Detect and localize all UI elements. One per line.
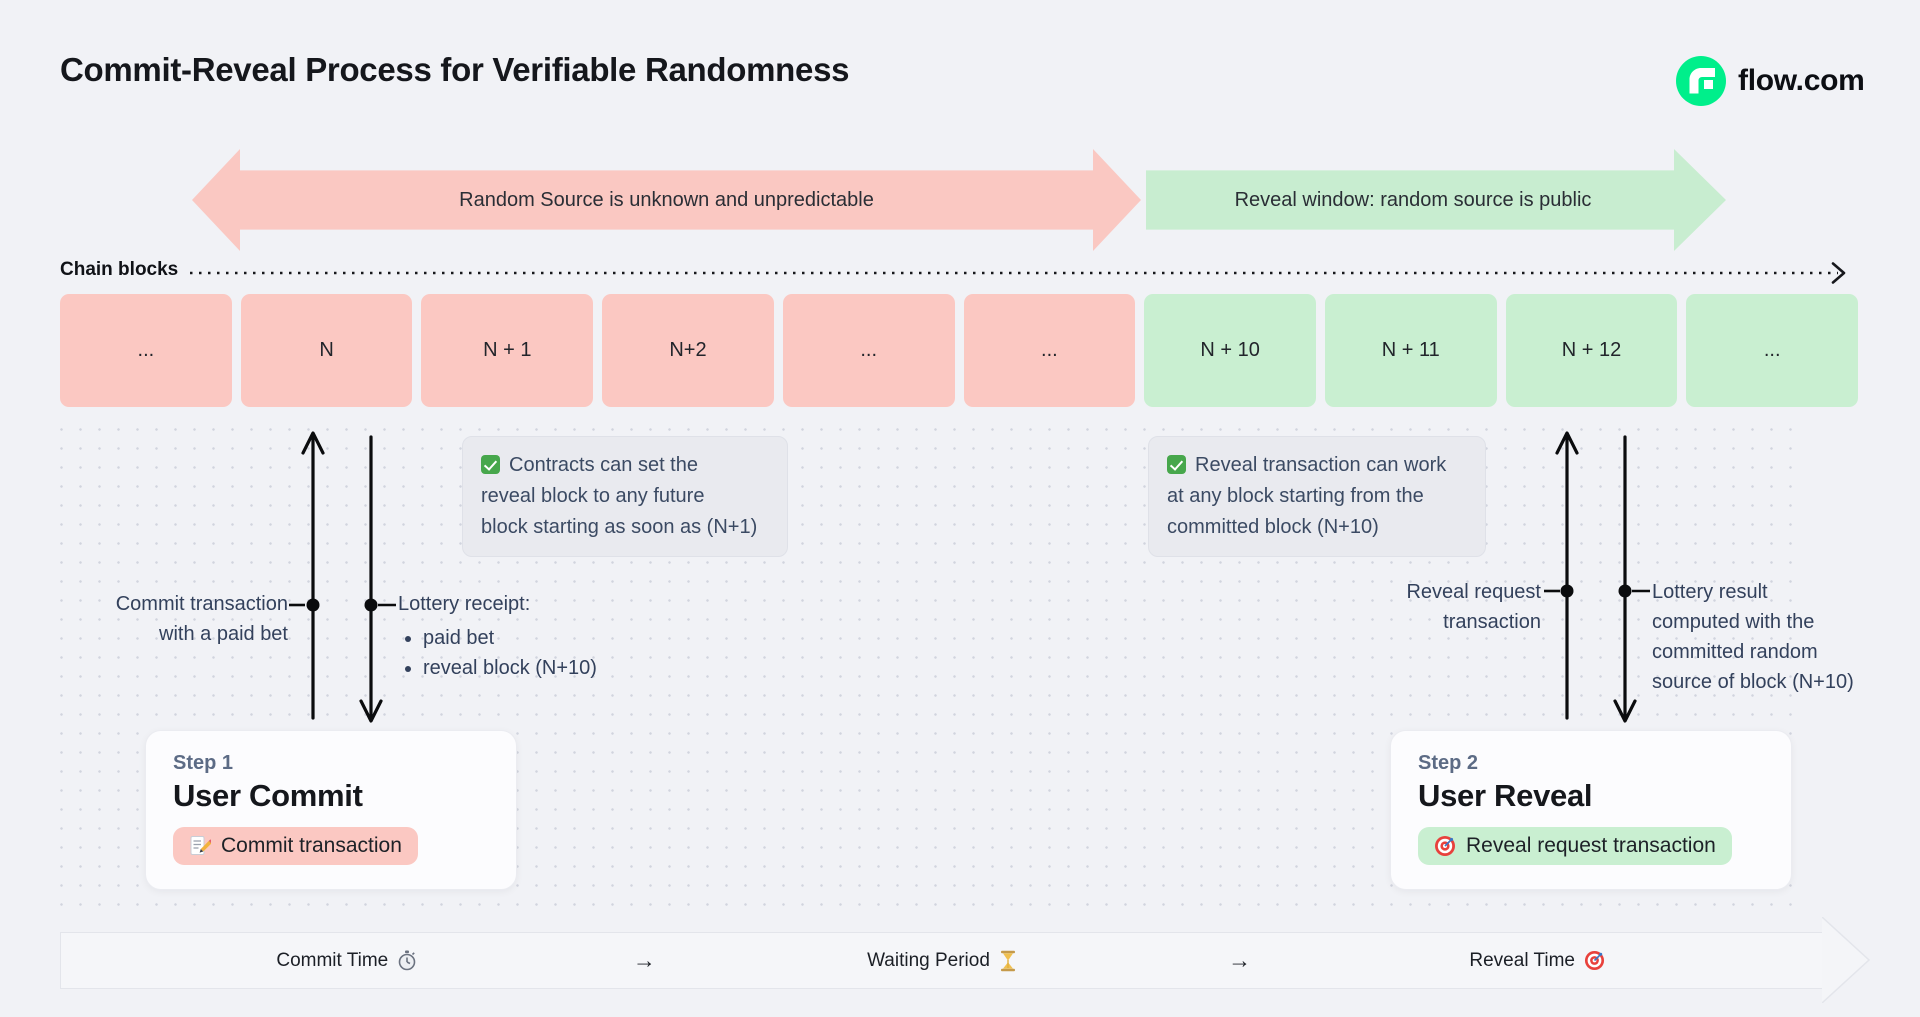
chain-block: ... xyxy=(782,294,955,407)
block-label: N + 12 xyxy=(1561,339,1622,361)
chain-block: ... xyxy=(1686,294,1859,407)
timeline-label: Reveal Time xyxy=(1469,949,1575,971)
chain-block: N + 12 xyxy=(1505,294,1678,407)
commit-transaction-pill: Commit transaction xyxy=(173,827,418,865)
note-line: Reveal transaction can work xyxy=(1195,454,1447,476)
block-label: ... xyxy=(1041,339,1058,361)
pill-label: Commit transaction xyxy=(221,834,402,857)
timeline-reveal-time: Reveal Time xyxy=(1388,950,1686,972)
block-label: N + 11 xyxy=(1381,339,1440,361)
page-title: Commit-Reveal Process for Verifiable Ran… xyxy=(60,51,850,88)
step-eyebrow: Step 2 xyxy=(1418,752,1479,774)
chain-block: ... xyxy=(963,294,1136,407)
block-label: N + 1 xyxy=(483,339,532,361)
label-line: Lottery receipt: xyxy=(398,593,531,615)
check-icon xyxy=(481,455,500,474)
timeline-arrowhead-icon xyxy=(1822,917,1871,1003)
step-title: User Commit xyxy=(173,778,363,813)
chain-block: N + 11 xyxy=(1324,294,1497,407)
step-eyebrow: Step 1 xyxy=(173,752,234,774)
commit-transaction-label: Commit transaction with a paid bet xyxy=(62,589,288,649)
label-line: source of block (N+10) xyxy=(1652,671,1854,693)
target-icon xyxy=(1435,836,1455,856)
chain-blocks-label: Chain blocks xyxy=(60,259,179,280)
timeline-arrow: → xyxy=(1228,947,1252,973)
timeline-label: Commit Time xyxy=(276,949,389,971)
chain-blocks-row: ... N N + 1 N+2 ... ... N + 10 N + 11 N … xyxy=(60,294,1859,407)
label-line: Reveal request xyxy=(1406,581,1541,603)
commit-note: Contracts can set the reveal block to an… xyxy=(462,436,788,557)
brand-name: flow.com xyxy=(1738,64,1865,97)
block-label: ... xyxy=(1763,339,1781,361)
label-line: transaction xyxy=(1443,611,1541,633)
check-icon xyxy=(1167,455,1186,474)
timeline-waiting-period: Waiting Period xyxy=(793,950,1091,972)
reveal-request-pill: Reveal request transaction xyxy=(1418,827,1732,865)
step-title: User Reveal xyxy=(1418,778,1593,813)
memo-icon xyxy=(190,836,211,855)
list-item: paid bet xyxy=(423,623,658,653)
chain-block: N xyxy=(240,294,413,407)
timeline-bar: Commit Time → Waiting Period → Reveal Ti… xyxy=(60,932,1824,989)
flow-logo-icon xyxy=(1676,56,1726,106)
lottery-receipt-label: Lottery receipt: paid bet reveal block (… xyxy=(398,589,658,683)
banner-unpredictable-label: Random Source is unknown and unpredictab… xyxy=(459,188,874,211)
timeline-label: Waiting Period xyxy=(867,949,990,971)
reveal-request-label: Reveal request transaction xyxy=(1381,577,1541,637)
label-line: computed with the xyxy=(1652,611,1815,633)
banner-reveal-window-label: Reveal window: random source is public xyxy=(1234,188,1592,211)
label-line: Lottery result xyxy=(1652,581,1768,603)
target-icon xyxy=(1584,950,1605,971)
block-label: N xyxy=(319,339,334,361)
pill-label: Reveal request transaction xyxy=(1466,834,1716,857)
note-line: Contracts can set the xyxy=(509,454,698,476)
brand-link[interactable]: flow.com xyxy=(1676,56,1865,106)
chain-block: N+2 xyxy=(602,294,774,407)
list-item: reveal block (N+10) xyxy=(423,653,658,683)
block-label: ... xyxy=(137,339,155,361)
banner-reveal-window: Reveal window: random source is public xyxy=(1146,149,1726,251)
stopwatch-icon xyxy=(398,950,416,971)
note-line: reveal block to any future xyxy=(481,485,705,507)
chain-block: N + 1 xyxy=(421,294,594,407)
timeline-commit-time: Commit Time xyxy=(198,950,496,972)
banner-random-unpredictable: Random Source is unknown and unpredictab… xyxy=(192,149,1141,251)
label-line: with a paid bet xyxy=(159,623,288,645)
chain-block: ... xyxy=(60,294,232,407)
block-label: ... xyxy=(860,339,877,361)
note-line: at any block starting from the xyxy=(1167,485,1424,507)
note-line: block starting as soon as (N+1) xyxy=(481,516,758,538)
label-line: committed random xyxy=(1652,641,1818,663)
timeline-arrow: → xyxy=(632,947,656,973)
label-line: Commit transaction xyxy=(115,593,288,615)
note-line: committed block (N+10) xyxy=(1167,516,1379,538)
hourglass-icon xyxy=(1000,950,1015,971)
step-1-card: Step 1 User Commit Commit transaction xyxy=(145,730,517,890)
block-label: N+2 xyxy=(669,339,707,361)
block-label: N + 10 xyxy=(1200,339,1260,361)
lottery-receipt-list: paid bet reveal block (N+10) xyxy=(398,623,658,683)
reveal-note: Reveal transaction can work at any block… xyxy=(1148,436,1486,557)
chain-block: N + 10 xyxy=(1144,294,1316,407)
step-2-card: Step 2 User Reveal Reveal request transa… xyxy=(1390,730,1792,890)
lottery-result-label: Lottery result computed with the committ… xyxy=(1652,577,1872,697)
chain-line-arrowhead-icon xyxy=(1831,262,1846,284)
